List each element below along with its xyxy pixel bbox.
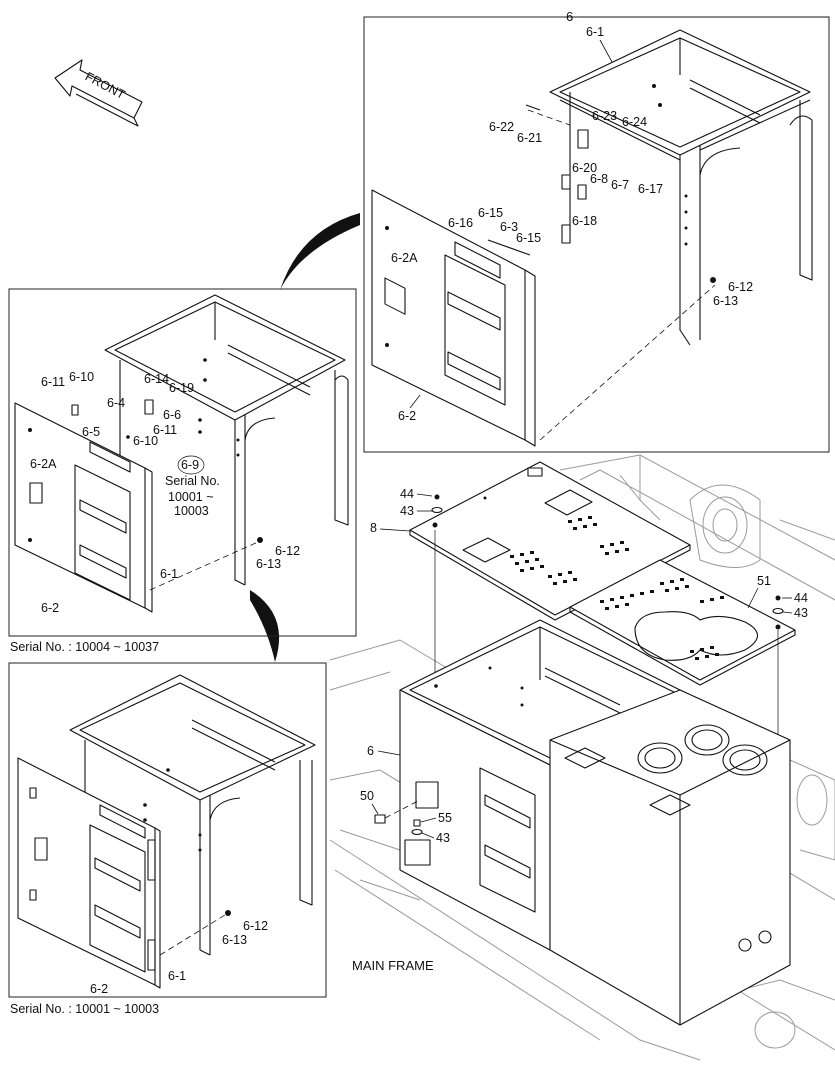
label-6-3: 6-3 [500, 220, 518, 234]
transition-arrow-top [280, 213, 360, 290]
label-44-right: 44 [794, 591, 808, 605]
label-6-10-a: 6-10 [69, 370, 94, 384]
label-6-12: 6-12 [275, 544, 300, 558]
label-8: 8 [370, 521, 377, 535]
caption-middle-left: Serial No. : 10004 ~ 10037 [10, 640, 159, 654]
label-6-1: 6-1 [160, 567, 178, 581]
label-6-11-a: 6-11 [41, 375, 65, 389]
label-6-14: 6-14 [144, 372, 169, 386]
label-serial-range-1: 10001 ~ [168, 490, 214, 504]
label-6-2: 6-2 [41, 601, 59, 615]
label-serial-no: Serial No. [165, 474, 220, 488]
label-6-18: 6-18 [572, 214, 597, 228]
label-51: 51 [757, 574, 771, 588]
label-serial-range-2: 10003 [174, 504, 209, 518]
label-50: 50 [360, 789, 374, 803]
label-6-5: 6-5 [82, 425, 100, 439]
label-6-24: 6-24 [622, 115, 647, 129]
label-6-15-a: 6-15 [478, 206, 503, 220]
label-6-8: 6-8 [590, 172, 608, 186]
bottom-left-panel-frame [8, 662, 327, 998]
label-6-17: 6-17 [638, 182, 663, 196]
label-6-19: 6-19 [169, 381, 194, 395]
label-44-top: 44 [400, 487, 414, 501]
label-6-22: 6-22 [489, 120, 514, 134]
label-6-2A: 6-2A [391, 251, 418, 265]
label-6-1: 6-1 [586, 25, 604, 39]
label-6-13: 6-13 [713, 294, 738, 308]
label-43-top: 43 [400, 504, 414, 518]
middle-left-panel: 6-11 6-10 6-14 6-19 6-4 6-6 6-11 6-5 6-1… [14, 294, 349, 615]
label-6-13: 6-13 [222, 933, 247, 947]
main-frame-outline [329, 454, 835, 1061]
label-6-12: 6-12 [243, 919, 268, 933]
top-right-panel: 6 6-1 6-23 6-24 6-22 6-21 6-20 6-8 6-7 6… [371, 9, 828, 447]
perforations-cover-51 [600, 578, 724, 660]
label-6-20: 6-20 [572, 161, 597, 175]
label-6-9: 6-9 [181, 458, 199, 472]
label-43-right: 43 [794, 606, 808, 620]
label-6-2: 6-2 [398, 409, 416, 423]
label-6-11-b: 6-11 [153, 423, 177, 437]
bottom-left-panel: 6-12 6-13 6-1 6-2 [17, 674, 316, 996]
transition-arrow-bottom [250, 590, 280, 662]
label-6-12: 6-12 [728, 280, 753, 294]
perforations-cover-8 [510, 516, 629, 585]
main-assembly: 44 43 8 51 44 43 6 50 55 43 MAIN FRAME [352, 461, 808, 1026]
middle-left-panel-frame [8, 288, 357, 637]
label-6-23: 6-23 [592, 109, 617, 123]
label-6-4: 6-4 [107, 396, 125, 410]
front-arrow: FRONT [54, 59, 143, 127]
label-main-frame: MAIN FRAME [352, 958, 434, 973]
caption-bottom-left: Serial No. : 10001 ~ 10003 [10, 1002, 159, 1016]
label-43-main: 43 [436, 831, 450, 845]
label-6-2: 6-2 [90, 982, 108, 996]
label-6-1: 6-1 [168, 969, 186, 983]
label-6-21: 6-21 [517, 131, 542, 145]
label-6-main: 6 [367, 744, 374, 758]
label-6-10-b: 6-10 [133, 434, 158, 448]
label-6-7: 6-7 [611, 178, 629, 192]
label-6-2A: 6-2A [30, 457, 57, 471]
label-6-16: 6-16 [448, 216, 473, 230]
label-6-13: 6-13 [256, 557, 281, 571]
label-6: 6 [566, 9, 573, 24]
label-6-15-b: 6-15 [516, 231, 541, 245]
label-6-6: 6-6 [163, 408, 181, 422]
label-55: 55 [438, 811, 452, 825]
